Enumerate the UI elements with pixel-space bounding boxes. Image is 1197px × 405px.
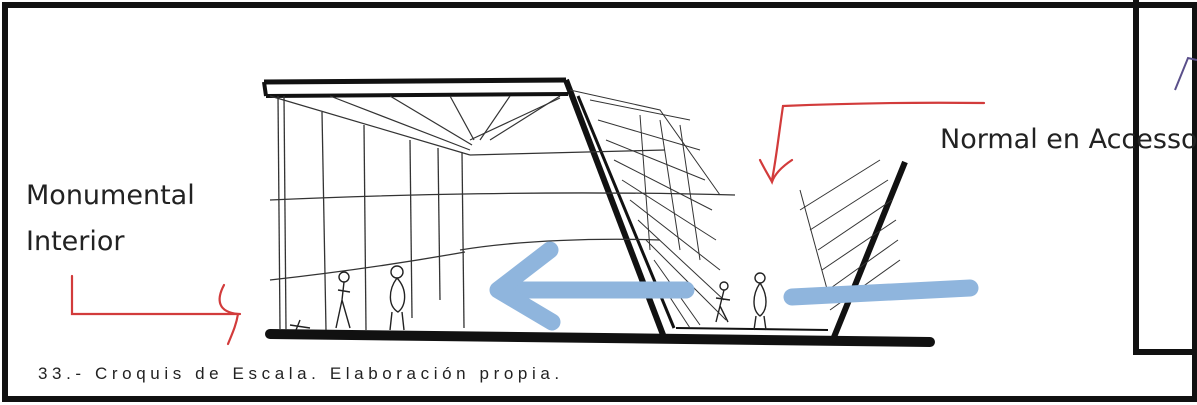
label-monumental: Monumental: [26, 180, 195, 211]
ceiling-hatching: [269, 95, 666, 156]
ramp-down: [563, 78, 668, 342]
flow-arrow-blue: [489, 241, 979, 331]
ramp-up: [829, 160, 908, 344]
label-normal-access: Normal en Accesso: [940, 124, 1197, 155]
roof-slab-top: [263, 77, 567, 85]
figure-caption: 33.- Croquis de Escala. Elaboración prop…: [38, 364, 564, 383]
annotation-arrows-red: [70, 101, 986, 346]
right-panel-sketch-mark: [1174, 56, 1197, 91]
v-bottom: [659, 337, 836, 345]
roof-slab-bottom: [265, 92, 569, 98]
scale-figures: [289, 265, 767, 331]
right-panel-frame: [1133, 0, 1197, 355]
interior-wall-lines: [269, 95, 736, 331]
label-interior: Interior: [26, 226, 125, 257]
